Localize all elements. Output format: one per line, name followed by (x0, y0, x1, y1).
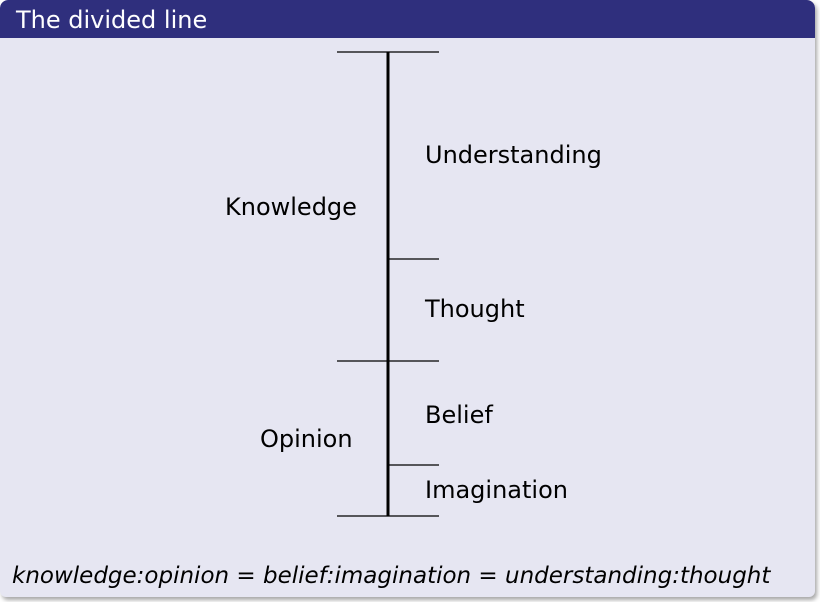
imagination-label: Imagination (425, 476, 568, 504)
knowledge-label: Knowledge (225, 193, 357, 221)
belief-label: Belief (425, 401, 493, 429)
thought-label: Thought (425, 295, 525, 323)
understanding-label: Understanding (425, 141, 602, 169)
block-title: The divided line (0, 0, 815, 38)
opinion-label: Opinion (260, 425, 353, 453)
ratio-formula: knowledge:opinion = belief:imagination =… (12, 563, 771, 589)
